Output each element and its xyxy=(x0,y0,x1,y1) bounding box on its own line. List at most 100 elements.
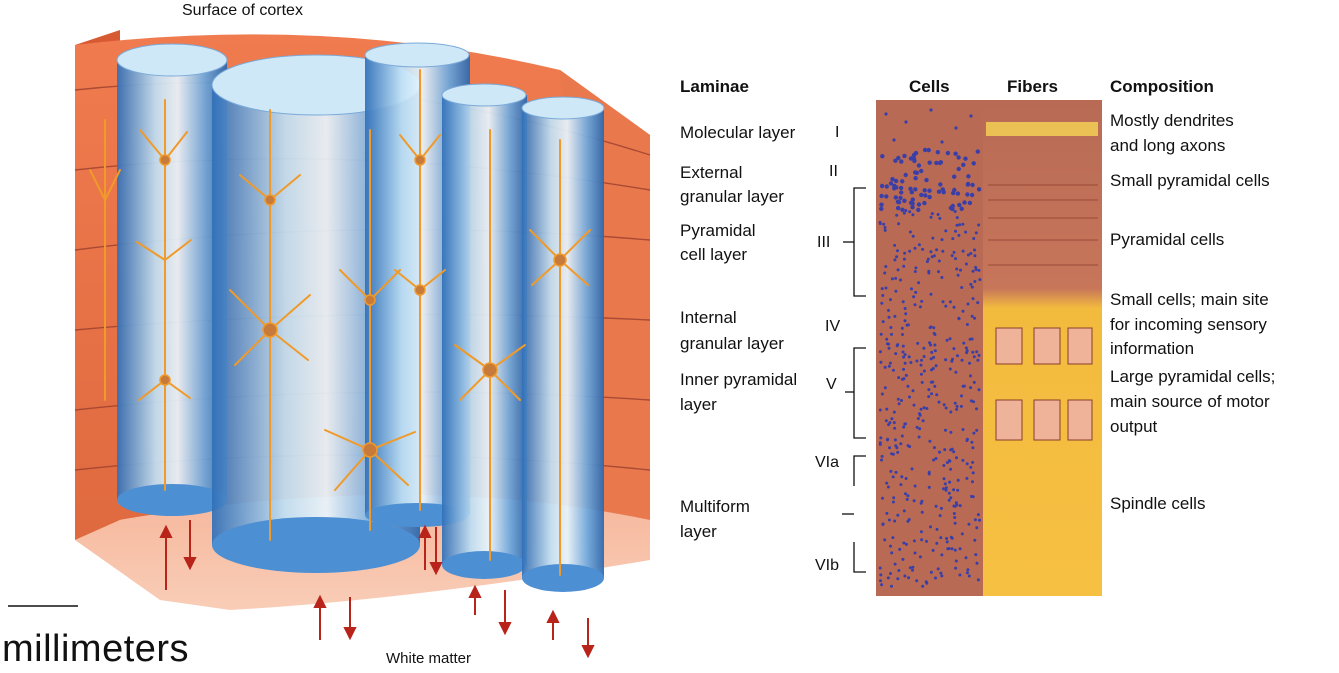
cell-dot xyxy=(892,183,897,189)
cell-dot xyxy=(927,188,932,193)
cell-dot xyxy=(899,159,904,164)
cell-dot xyxy=(941,249,945,253)
cell-dot xyxy=(937,400,941,404)
cell-dot xyxy=(971,297,975,301)
composition-5-line1: Large pyramidal cells; xyxy=(1110,367,1276,386)
cell-dot xyxy=(947,491,951,495)
cell-dot xyxy=(920,380,924,384)
cell-dot xyxy=(879,360,883,364)
cell-dot xyxy=(951,237,955,241)
cell-dot xyxy=(935,248,939,252)
cell-dot xyxy=(978,518,981,522)
cell-dot xyxy=(885,438,889,442)
cell-dot xyxy=(971,350,975,354)
cell-dot xyxy=(967,522,971,526)
cell-dot xyxy=(927,472,931,476)
cell-dot xyxy=(975,149,980,154)
cell-dot xyxy=(895,255,899,259)
cell-dot xyxy=(893,426,897,430)
cell-dot xyxy=(902,211,906,215)
cell-dot xyxy=(919,530,923,534)
layer-4-name-line2: granular layer xyxy=(680,334,784,353)
cell-dot xyxy=(934,160,939,166)
cell-dot xyxy=(935,393,939,397)
cell-dot xyxy=(913,270,917,273)
layer-3-name-line2: cell layer xyxy=(680,245,748,264)
cell-dot xyxy=(889,469,893,473)
cell-dot xyxy=(939,536,943,540)
cell-dot xyxy=(891,368,895,372)
composition-4-line1: Small cells; main site xyxy=(1110,290,1269,309)
cell-dot xyxy=(971,480,974,484)
cell-dot xyxy=(965,462,969,466)
cell-dot xyxy=(950,359,954,363)
cell-dot xyxy=(932,355,936,359)
cell-dot xyxy=(897,222,901,226)
cell-dot xyxy=(919,168,924,174)
cell-dot xyxy=(905,497,909,501)
layer-2-roman: II xyxy=(829,163,838,180)
cell-dot xyxy=(955,191,961,196)
cell-dot xyxy=(903,319,907,323)
cell-dot xyxy=(879,202,884,207)
cell-dot xyxy=(878,566,882,570)
cell-dot xyxy=(903,172,908,178)
cell-dot xyxy=(880,458,883,462)
cell-dot xyxy=(974,268,978,272)
cell-dot xyxy=(952,450,956,454)
cell-dot xyxy=(887,308,890,312)
cell-dot xyxy=(884,184,889,189)
cell-dot xyxy=(893,314,897,318)
cell-dot xyxy=(952,488,956,492)
cell-dot xyxy=(965,323,969,326)
cell-dot xyxy=(929,570,933,574)
cell-dot xyxy=(913,176,918,181)
cell-dot xyxy=(915,579,919,583)
cell-dot xyxy=(937,259,941,263)
cell-dot xyxy=(882,222,886,226)
cell-dot xyxy=(966,568,970,572)
cell-dot xyxy=(883,228,887,232)
cell-dot xyxy=(911,152,917,158)
cell-dot xyxy=(901,333,904,336)
cell-dot xyxy=(922,369,926,373)
cell-dot xyxy=(883,386,887,390)
histology-panels xyxy=(876,100,1102,596)
cell-dot xyxy=(968,361,971,365)
cell-dot xyxy=(920,510,924,514)
layer-6-name-line2: layer xyxy=(680,522,717,541)
cell-dot xyxy=(934,364,938,368)
cell-dot xyxy=(900,475,904,479)
cell-dot xyxy=(889,298,892,302)
cell-dot xyxy=(888,421,892,425)
cell-dot xyxy=(959,206,964,211)
cell-dot xyxy=(919,192,924,198)
cell-dot xyxy=(940,553,944,557)
cell-dot xyxy=(893,258,897,262)
cell-dot xyxy=(958,223,962,227)
cell-dot xyxy=(964,556,968,560)
cell-dot xyxy=(901,344,905,348)
cell-dot xyxy=(912,539,916,543)
cell-dot xyxy=(959,404,963,408)
cell-dot xyxy=(915,425,919,429)
cell-dot xyxy=(971,495,975,499)
cell-dot xyxy=(938,182,943,187)
cell-dot xyxy=(960,358,964,362)
cell-dot xyxy=(977,388,981,392)
cell-dot xyxy=(944,488,948,492)
cell-dot xyxy=(952,305,956,309)
cell-dot xyxy=(883,271,887,275)
cell-dot xyxy=(941,300,945,304)
cell-dot xyxy=(961,222,965,226)
cell-dot xyxy=(911,565,915,569)
cell-dot xyxy=(917,435,921,439)
cell-dot xyxy=(956,273,960,277)
cell-dot xyxy=(916,341,920,345)
cell-dot xyxy=(913,170,918,175)
cell-dot xyxy=(927,395,931,399)
cell-dot xyxy=(902,257,906,261)
cell-dot xyxy=(969,386,973,390)
cell-dot xyxy=(944,358,948,362)
cell-dot xyxy=(890,452,894,456)
